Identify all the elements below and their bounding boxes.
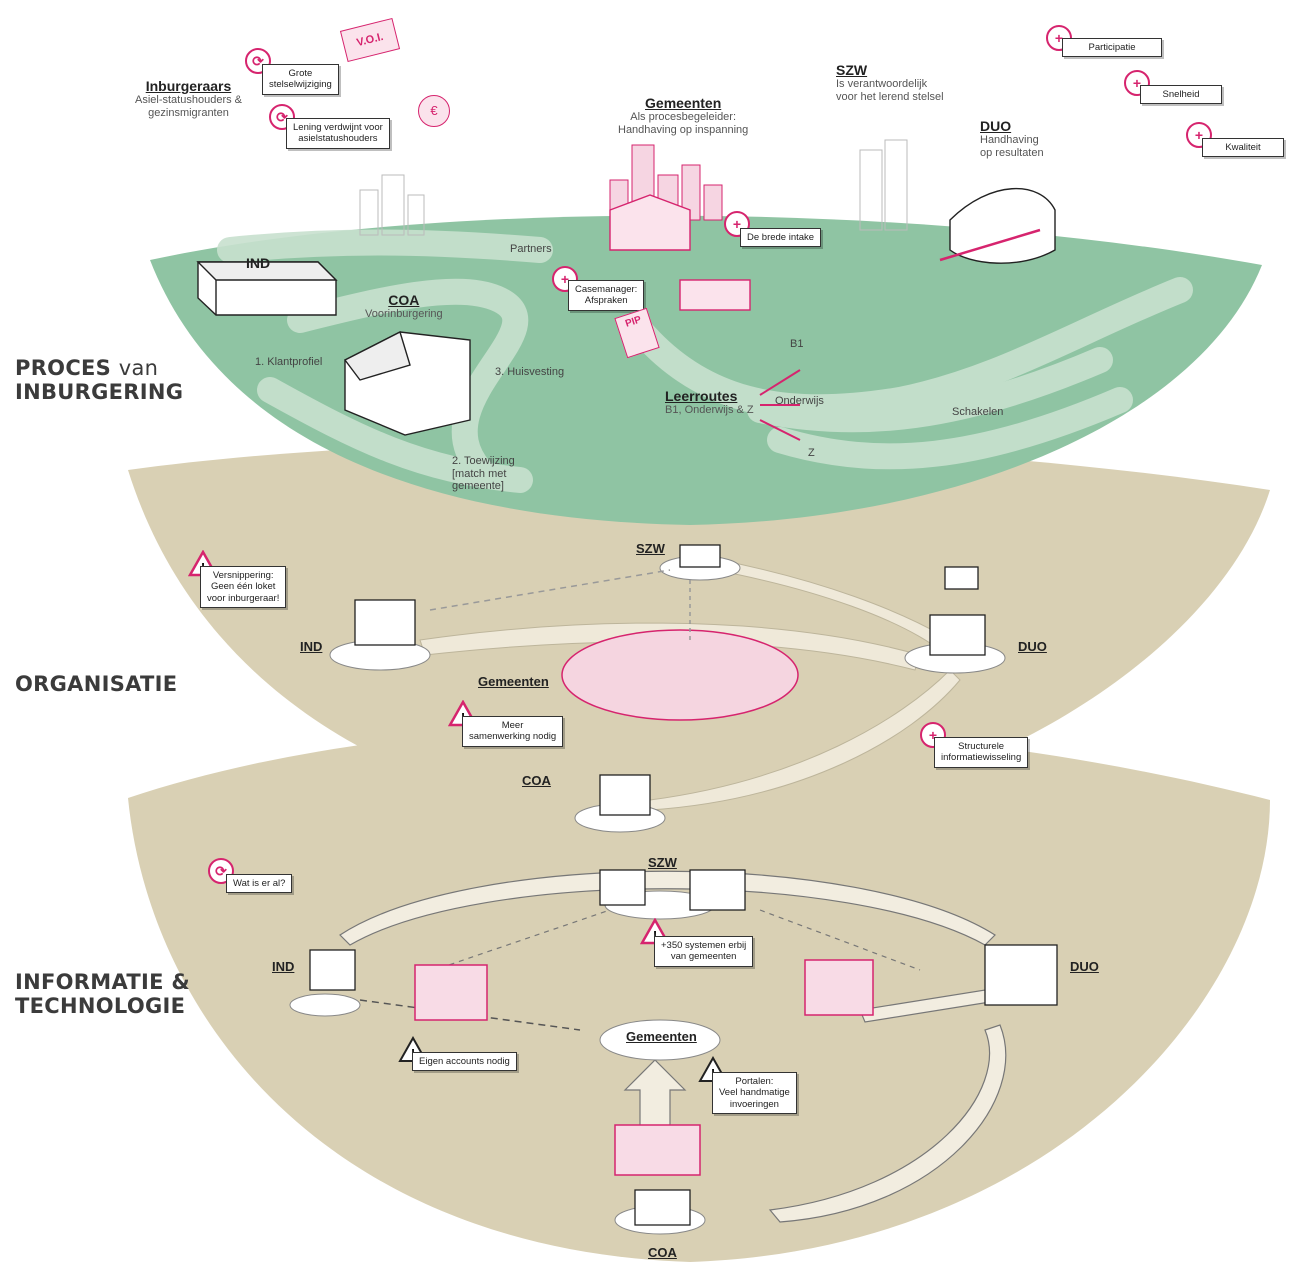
coa-heading: COA Voorinburgering bbox=[365, 292, 443, 321]
snelheid-callout: Snelheid bbox=[1140, 85, 1222, 105]
participatie-callout: Participatie bbox=[1062, 38, 1162, 58]
info-duo-label: DUO bbox=[1070, 959, 1099, 974]
informatie-layer-title: INFORMATIE &TECHNOLOGIE bbox=[15, 970, 190, 1019]
info-coa-label: COA bbox=[648, 1245, 677, 1260]
eigen-accounts-callout: Eigen accounts nodig bbox=[412, 1052, 517, 1072]
klantprofiel-label: 1. Klantprofiel bbox=[255, 356, 323, 368]
schakelen-label: Schakelen bbox=[952, 406, 1004, 418]
brede-intake-callout: De brede intake bbox=[740, 228, 822, 248]
z-route-label: Z bbox=[808, 447, 815, 459]
proces-layer-title: PROCES van INBURGERING bbox=[15, 356, 184, 405]
org-ind-label: IND bbox=[300, 639, 323, 654]
organisatie-layer-title: ORGANISATIE bbox=[15, 672, 178, 696]
casemanager-callout: Casemanager:Afspraken bbox=[568, 280, 645, 311]
org-gemeenten-label: Gemeenten bbox=[478, 674, 549, 689]
ind-label: IND bbox=[246, 255, 271, 271]
gemeenten-ring bbox=[561, 629, 799, 721]
partners-label: Partners bbox=[510, 243, 552, 255]
wat-is-er-al-callout: Wat is er al? bbox=[226, 874, 293, 894]
info-szw-label: SZW bbox=[648, 855, 677, 870]
leerroutes-heading: Leerroutes B1, Onderwijs & Z bbox=[665, 388, 754, 417]
inburgeraars-heading: Inburgeraars Asiel-statushouders & gezin… bbox=[135, 78, 242, 119]
org-coa-label: COA bbox=[522, 773, 551, 788]
szw-heading: SZW Is verantwoordelijk voor het lerend … bbox=[836, 62, 944, 103]
duo-heading: DUO Handhaving op resultaten bbox=[980, 118, 1044, 159]
huisvesting-label: 3. Huisvesting bbox=[495, 366, 565, 378]
onderwijs-route-label: Onderwijs bbox=[775, 395, 824, 407]
gemeenten-heading: Gemeenten Als procesbegeleider: Handhavi… bbox=[618, 95, 749, 136]
euro-bag-icon: € bbox=[418, 95, 450, 127]
info-gemeenten-label: Gemeenten bbox=[626, 1029, 697, 1044]
b1-route-label: B1 bbox=[790, 338, 804, 350]
org-duo-label: DUO bbox=[1018, 639, 1047, 654]
refresh-icon: ⟳ bbox=[245, 48, 271, 74]
org-szw-label: SZW bbox=[636, 541, 665, 556]
plus-icon: + bbox=[920, 722, 946, 748]
kwaliteit-callout: Kwaliteit bbox=[1202, 138, 1284, 158]
informatie-layer-shape bbox=[128, 724, 1270, 1262]
info-ind-label: IND bbox=[272, 959, 295, 974]
refresh-icon: ⟳ bbox=[269, 104, 295, 130]
svg-text:!: ! bbox=[653, 928, 657, 943]
